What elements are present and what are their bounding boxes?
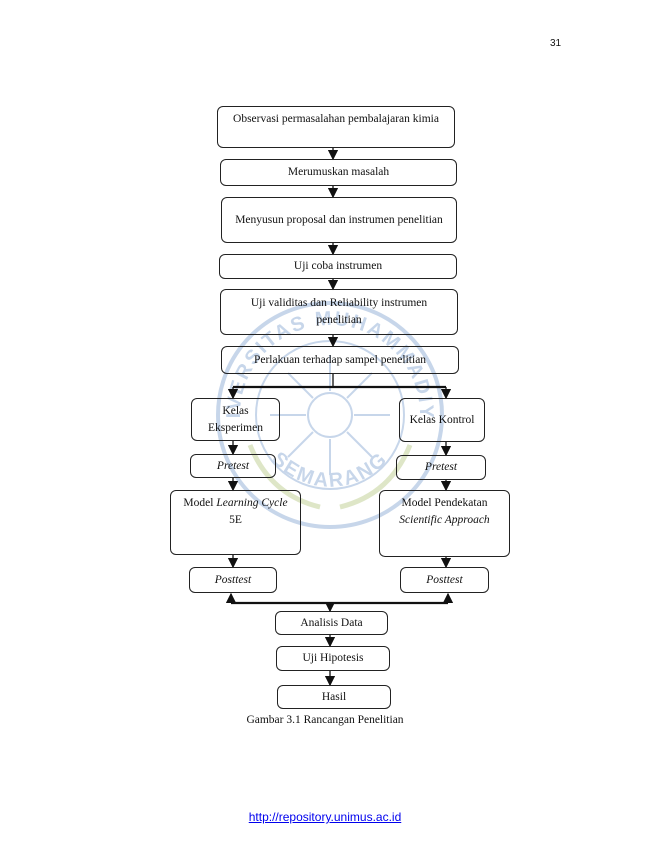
box-uji-hipotesis-label: Uji Hipotesis — [302, 652, 364, 664]
box-merumuskan: Merumuskan masalah — [220, 159, 457, 186]
box-posttest-left-label: Posttest — [214, 573, 252, 586]
box-posttest-left: Posttest — [189, 567, 277, 593]
box-pretest-left-label: Pretest — [216, 459, 250, 472]
box-analisis-data-label: Analisis Data — [300, 616, 363, 629]
model-right-italic: Scientific Approach — [399, 514, 490, 526]
box-menyusun: Menyusun proposal dan instrumen peneliti… — [221, 197, 457, 243]
box-observasi: Observasi permasalahan pembalajaran kimi… — [217, 106, 455, 148]
box-hasil: Hasil — [277, 685, 391, 709]
page-number: 31 — [550, 38, 562, 49]
box-kelas-kontrol: Kelas Kontrol — [399, 398, 485, 442]
model-left-italic: Learning Cycle — [216, 497, 288, 509]
box-hasil-label: Hasil — [321, 690, 347, 703]
repository-link[interactable]: http://repository.unimus.ac.id — [248, 810, 402, 824]
box-kelas-eksperimen-label: Kelas Eksperimen — [208, 404, 263, 434]
figure-caption: Gambar 3.1 Rancangan Penelitian — [246, 714, 404, 726]
model-left-suffix: 5E — [229, 514, 242, 526]
box-uji-validitas-label: Uji validitas dan Reliability instrumen … — [250, 297, 428, 326]
box-observasi-label: Observasi permasalahan pembalajaran kimi… — [233, 113, 439, 125]
box-menyusun-label: Menyusun proposal dan instrumen peneliti… — [235, 213, 443, 226]
box-posttest-right: Posttest — [400, 567, 489, 593]
box-merumuskan-label: Merumuskan masalah — [287, 166, 390, 178]
box-perlakuan: Perlakuan terhadap sampel penelitian — [221, 346, 459, 374]
box-uji-coba: Uji coba instrumen — [219, 254, 457, 279]
box-pretest-left: Pretest — [190, 454, 276, 478]
model-left-prefix: Model — [183, 497, 214, 509]
box-kelas-eksperimen: Kelas Eksperimen — [191, 398, 280, 441]
box-pretest-right-label: Pretest — [424, 461, 458, 473]
box-uji-validitas: Uji validitas dan Reliability instrumen … — [220, 289, 458, 335]
box-model-learning-cycle-label: Model Learning Cycle 5E — [177, 495, 294, 529]
box-perlakuan-label: Perlakuan terhadap sampel penelitian — [253, 353, 427, 366]
box-model-scientific-approach: Model Pendekatan Scientific Approach — [379, 490, 510, 557]
box-kelas-kontrol-label: Kelas Kontrol — [409, 413, 475, 426]
box-analisis-data: Analisis Data — [275, 611, 388, 635]
model-right-prefix: Model Pendekatan — [401, 497, 488, 509]
box-uji-coba-label: Uji coba instrumen — [293, 260, 383, 272]
box-pretest-right: Pretest — [396, 455, 486, 480]
box-posttest-right-label: Posttest — [426, 573, 463, 586]
box-model-learning-cycle: Model Learning Cycle 5E — [170, 490, 301, 555]
box-uji-hipotesis: Uji Hipotesis — [276, 646, 390, 671]
